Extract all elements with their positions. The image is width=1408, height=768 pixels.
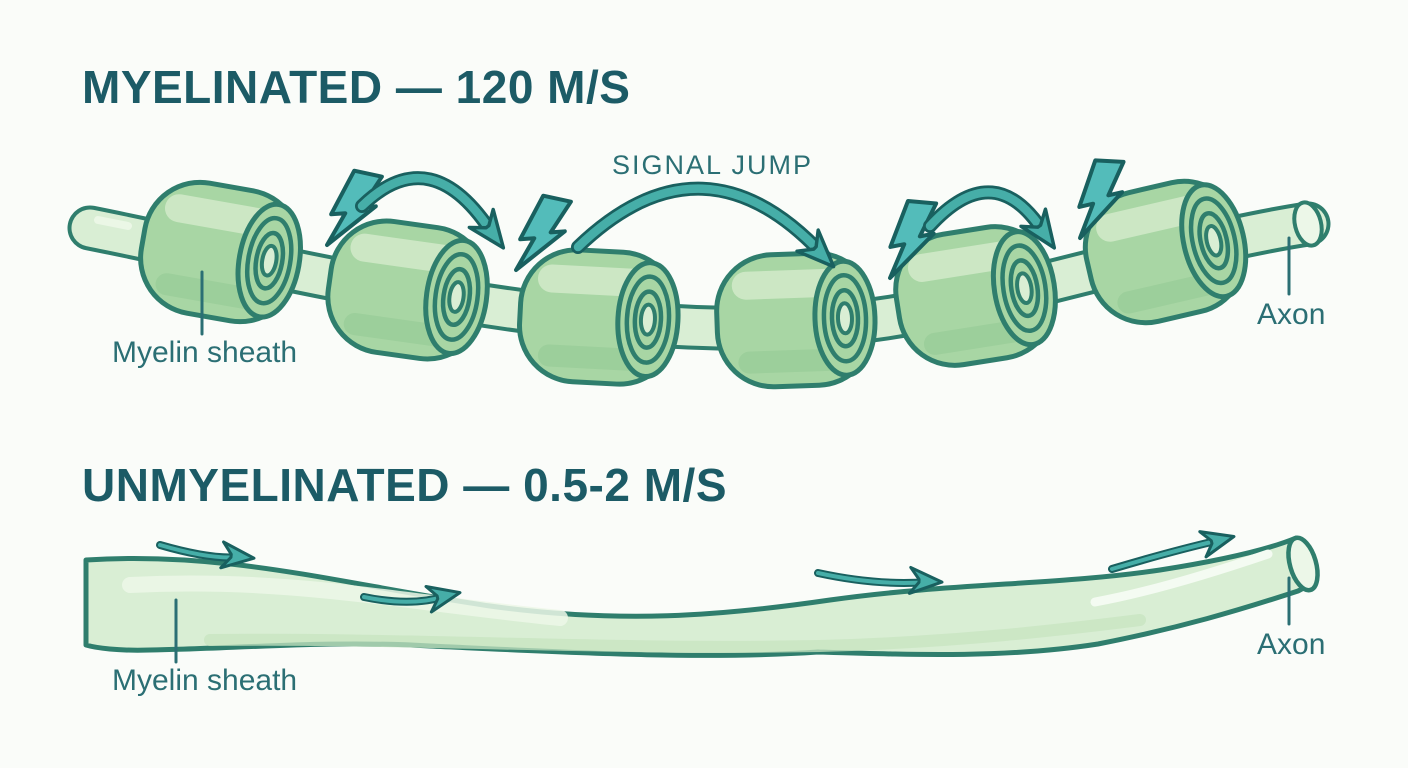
myelin-sheath-label: Myelin sheath (112, 664, 298, 697)
myelin-sheath-label: Myelin sheath (112, 336, 298, 369)
flow-arrow (156, 540, 257, 573)
tube-highlight (122, 575, 568, 626)
axon-open-end (1292, 200, 1324, 248)
axon-label: Axon (1257, 298, 1326, 331)
myelinated-title: MYELINATED — 120 M/S (82, 61, 631, 113)
myelinated-axon-illustration (67, 155, 1331, 389)
flow-arrow (814, 565, 945, 597)
signal-jump-arrow (355, 171, 518, 259)
tube-highlight (1090, 549, 1273, 607)
signal-jump-arrow (571, 181, 846, 279)
myelin-segment (321, 214, 496, 367)
unmyelinated-axon-illustration (83, 522, 1320, 664)
signal-jump-label: SIGNAL JUMP (612, 150, 814, 180)
myelin-segment (715, 251, 878, 388)
tube-open-end (1286, 535, 1320, 593)
axon-label: Axon (1257, 628, 1326, 661)
unmyelinated-title: UNMYELINATED — 0.5-2 M/S (82, 459, 727, 511)
flow-arrow (1108, 522, 1239, 573)
myelin-segment (517, 247, 682, 387)
tube-shade (204, 614, 1146, 653)
flow-arrow (360, 578, 465, 614)
signal-jump-arrow (923, 185, 1069, 259)
myelin-segment (132, 173, 311, 330)
